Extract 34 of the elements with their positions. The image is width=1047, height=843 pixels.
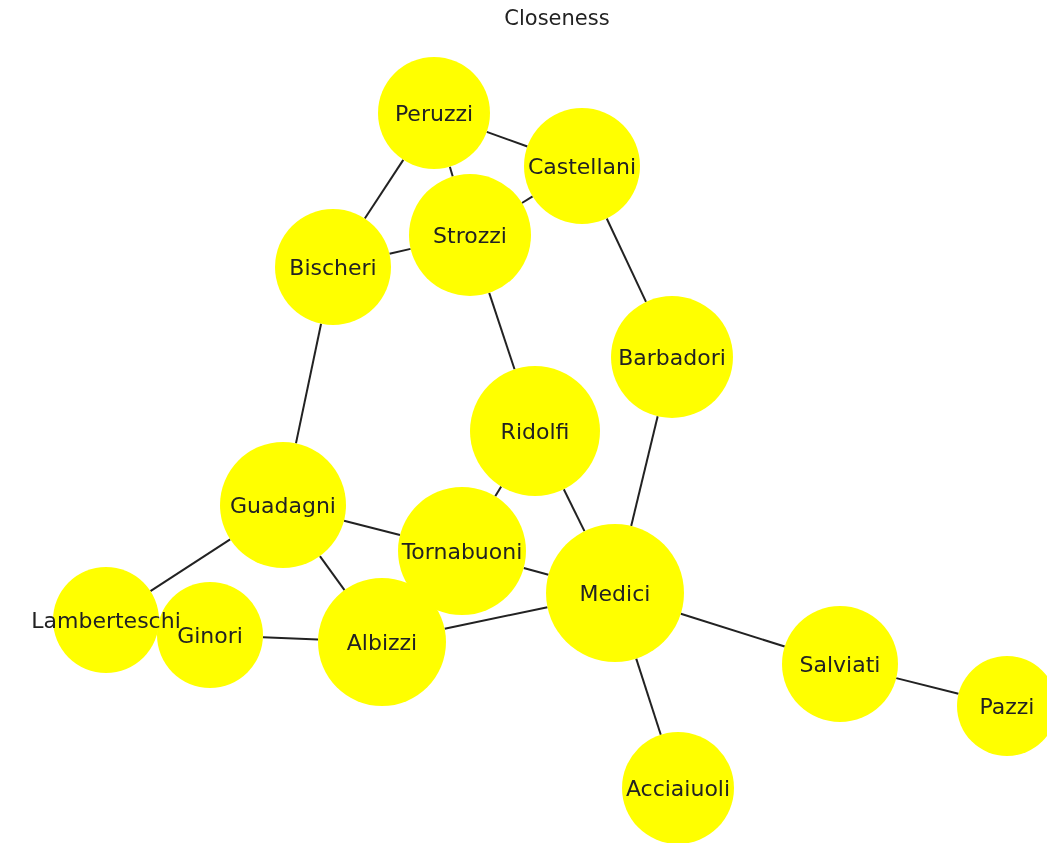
edge-line xyxy=(562,488,586,533)
edge-line xyxy=(294,322,323,445)
node-label: Guadagni xyxy=(230,492,336,518)
edge-line xyxy=(630,415,659,527)
edge-line xyxy=(448,165,454,178)
edge-line xyxy=(261,636,320,641)
edge-line xyxy=(605,217,647,303)
edge-line xyxy=(520,195,534,204)
edge-line xyxy=(494,485,503,498)
edge-line xyxy=(363,158,405,220)
edge-line xyxy=(488,291,516,371)
node-label: Tornabuoni xyxy=(401,538,523,564)
chart-title: Closeness xyxy=(503,6,611,30)
node-label: Ridolfi xyxy=(500,418,570,444)
node-label: Acciaiuoli xyxy=(625,775,731,801)
node-label: Bischeri xyxy=(289,254,377,280)
node-label: Medici xyxy=(579,580,651,606)
edge-line xyxy=(388,247,412,255)
node-label: Pazzi xyxy=(979,693,1035,719)
node-label: Barbadori xyxy=(618,344,726,370)
node-label: Strozzi xyxy=(433,222,507,248)
edge-line xyxy=(485,130,529,148)
node-label: Albizzi xyxy=(346,629,418,655)
edge-line xyxy=(318,555,346,592)
edge-line xyxy=(895,677,960,695)
edge-line xyxy=(343,519,401,537)
node-label: Peruzzi xyxy=(394,100,474,126)
edge-line xyxy=(443,606,549,630)
edge-line xyxy=(635,657,662,736)
edge-line xyxy=(522,566,550,576)
node-label: Salviati xyxy=(799,651,881,677)
edge-line xyxy=(679,612,786,648)
edge-line xyxy=(149,538,232,593)
node-label: Castellani xyxy=(527,153,637,179)
